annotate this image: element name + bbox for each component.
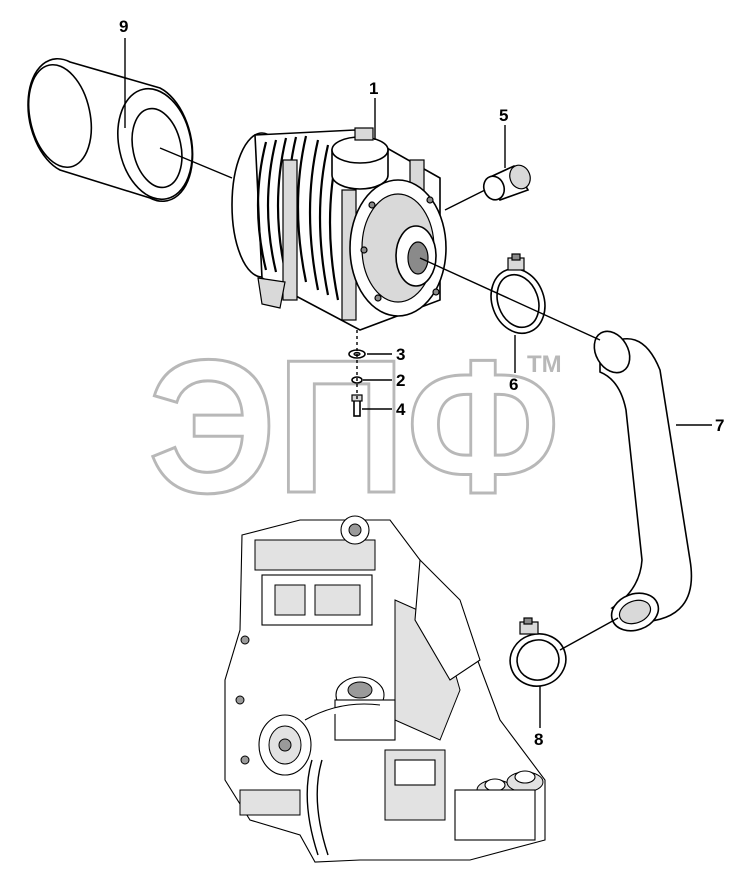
leader-9b <box>159 147 233 179</box>
callout-1: 1 <box>369 79 378 98</box>
sleeve <box>482 164 531 201</box>
callout-9: 9 <box>119 17 128 36</box>
callout-4: 4 <box>396 400 406 419</box>
engine <box>224 515 546 863</box>
callout-7: 7 <box>715 416 724 435</box>
lower-hose-clamp <box>509 617 567 687</box>
callout-2: 2 <box>396 371 405 390</box>
leader-lines <box>124 38 712 728</box>
leader-8b <box>559 617 619 651</box>
air-cleaner-housing <box>231 127 447 331</box>
callout-5: 5 <box>499 106 508 125</box>
callout-labels: 9 1 5 3 2 4 6 7 8 <box>119 17 724 749</box>
leader-5b <box>444 189 486 211</box>
upper-hose-clamp <box>490 253 546 335</box>
callout-6: 6 <box>509 375 518 394</box>
callout-3: 3 <box>396 345 405 364</box>
filter-element <box>27 57 194 203</box>
callout-8: 8 <box>534 730 543 749</box>
watermark-tm: TM <box>527 351 562 378</box>
leader-1b <box>419 257 601 341</box>
intake-hose <box>593 330 693 632</box>
